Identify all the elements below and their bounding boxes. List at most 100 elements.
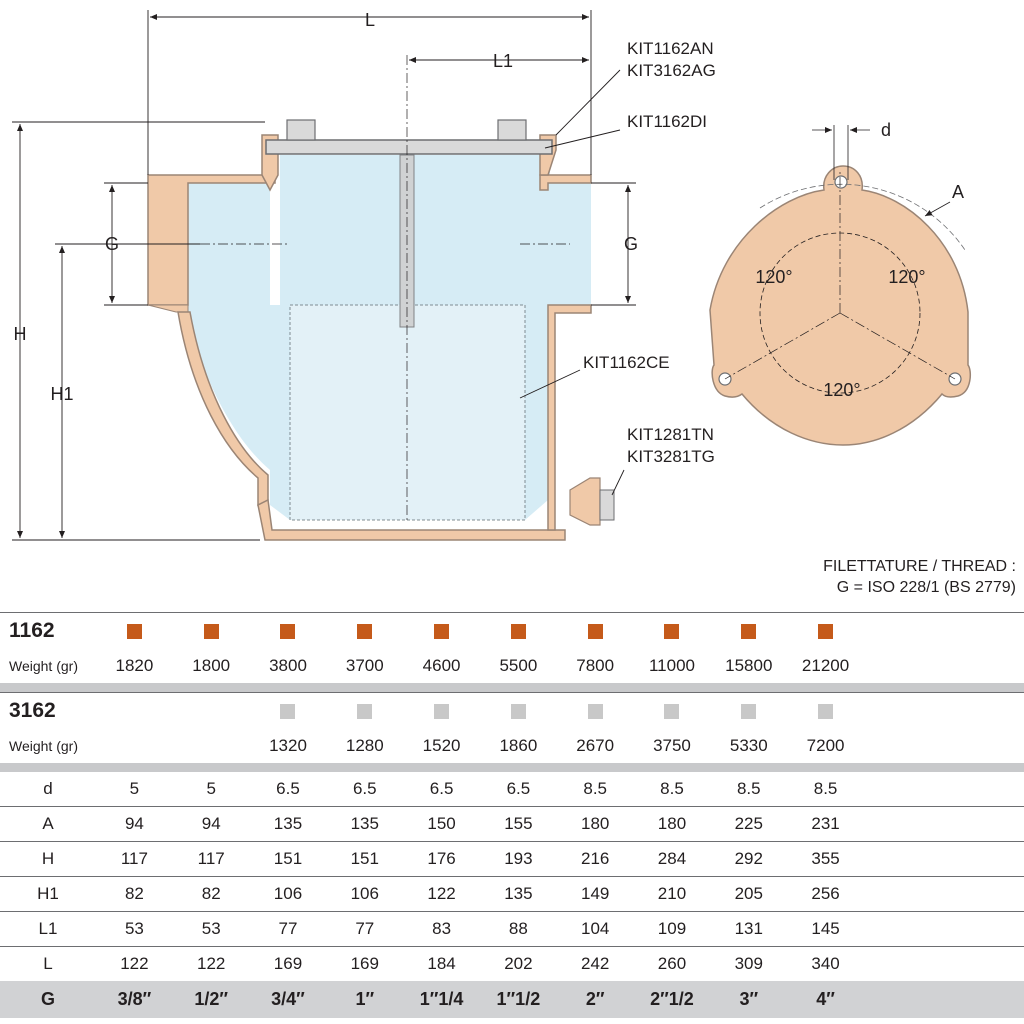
kit-ce-label: KIT1162CE <box>583 353 670 372</box>
value-cell: 82 <box>172 876 250 912</box>
value-cell: 2670 <box>576 736 615 755</box>
value-cell: 135 <box>249 806 327 842</box>
dimension-label: L <box>0 946 96 981</box>
value-cell: 117 <box>96 841 173 877</box>
availability-cell <box>556 692 634 729</box>
kit-di-label: KIT1162DI <box>627 112 707 131</box>
flange-d-label: d <box>881 120 891 140</box>
value-cell: 117 <box>172 841 250 877</box>
availability-square-icon <box>818 624 834 640</box>
value-cell: 6.5 <box>506 779 531 798</box>
empty-cell <box>863 806 1024 842</box>
value-cell: 94 <box>172 806 250 842</box>
value-cell: 5500 <box>499 656 538 675</box>
kit-tn-label: KIT1281TN <box>627 425 714 444</box>
dim-L1-label: L1 <box>493 51 513 71</box>
availability-cell <box>710 612 788 649</box>
value-cell: 135 <box>326 806 404 842</box>
availability-cell <box>326 692 404 729</box>
availability-cell <box>556 612 634 649</box>
thread-standard: G = ISO 228/1 (BS 2779) <box>836 579 1016 596</box>
value-cell: 176 <box>403 841 480 877</box>
kit-ag-label: KIT3162AG <box>627 61 716 80</box>
dimension-label: H <box>0 841 96 877</box>
value-cell: 7200 <box>806 736 845 755</box>
empty-cell <box>863 692 1024 729</box>
availability-square-icon <box>126 624 142 640</box>
availability-square-icon <box>818 704 834 720</box>
value-cell: 169 <box>249 946 327 981</box>
availability-cell <box>96 692 173 729</box>
value-cell: 4600 <box>422 656 461 675</box>
value-cell: 6.5 <box>429 779 454 798</box>
technical-drawing: L L1 H H1 G G KIT1162AN KIT3162AG KIT116… <box>12 10 972 541</box>
value-cell: 202 <box>479 946 557 981</box>
value-cell: 284 <box>633 841 711 877</box>
thread-title: FILETTATURE / THREAD : <box>823 558 1016 575</box>
availability-cell <box>479 612 557 649</box>
value-cell: 216 <box>556 841 634 877</box>
value-cell: 355 <box>787 841 864 877</box>
value-cell: 260 <box>633 946 711 981</box>
value-cell: 155 <box>479 806 557 842</box>
value-cell: 210 <box>633 876 711 912</box>
flange-a-label: A <box>952 182 964 202</box>
availability-square-icon <box>357 704 373 720</box>
value-cell: 169 <box>326 946 404 981</box>
value-cell: 82 <box>96 876 173 912</box>
value-cell: 15800 <box>725 656 773 675</box>
thread-size-label: G <box>0 981 96 1018</box>
value-cell: 3800 <box>269 656 307 675</box>
section-divider <box>0 683 1024 693</box>
dim-H1-label: H1 <box>50 384 73 404</box>
availability-square-icon <box>587 704 603 720</box>
empty-cell <box>863 946 1024 981</box>
value-cell: 77 <box>326 911 404 947</box>
value-cell: 8.5 <box>736 779 761 798</box>
value-cell: 106 <box>326 876 404 912</box>
value-cell: 3700 <box>345 656 384 675</box>
value-cell: 180 <box>556 806 634 842</box>
value-cell: 1″ <box>326 981 404 1018</box>
dim-G-right-label: G <box>624 234 638 254</box>
value-cell: 88 <box>479 911 557 947</box>
availability-cell <box>403 612 480 649</box>
availability-cell <box>633 692 711 729</box>
value-cell: 4″ <box>787 981 864 1018</box>
availability-cell <box>249 692 327 729</box>
availability-square-icon <box>280 624 296 640</box>
value-cell: 180 <box>633 806 711 842</box>
model-row-3162: 3162 <box>0 692 1024 729</box>
value-cell: 184 <box>403 946 480 981</box>
empty-cell <box>863 612 1024 649</box>
model-label: 1162 <box>0 612 96 649</box>
dim-L-label: L <box>365 10 375 30</box>
value-cell: 1″1/2 <box>479 981 557 1018</box>
dimension-label: H1 <box>0 876 96 912</box>
value-cell: 8.5 <box>813 779 838 798</box>
value-cell: 1860 <box>499 736 538 755</box>
value-cell: 83 <box>403 911 480 947</box>
value-cell: 340 <box>787 946 864 981</box>
value-cell: 205 <box>710 876 788 912</box>
availability-square-icon <box>510 704 526 720</box>
value-cell: 21200 <box>801 656 850 675</box>
availability-cell <box>787 612 864 649</box>
value-cell: 53 <box>172 911 250 947</box>
value-cell: 2″ <box>556 981 634 1018</box>
kit-tg-label: KIT3281TG <box>627 447 715 466</box>
value-cell: 5 <box>206 779 216 798</box>
empty-cell <box>864 649 1024 683</box>
value-cell: 3″ <box>710 981 788 1018</box>
dim-H-label: H <box>14 324 27 344</box>
availability-square-icon <box>357 624 373 640</box>
availability-cell <box>172 612 250 649</box>
